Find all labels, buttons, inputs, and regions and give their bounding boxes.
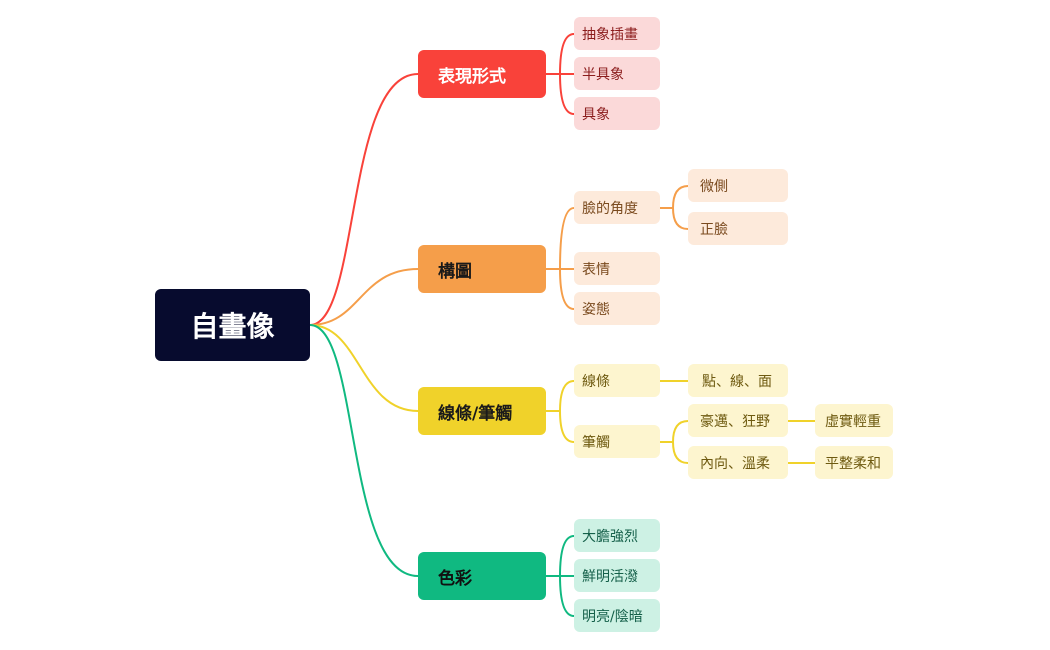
connector-root-yellow [309, 324, 419, 412]
node-bold-intense[interactable]: 大膽強烈 [574, 519, 660, 552]
node-bold-wild[interactable]: 豪邁、狂野 [688, 404, 788, 437]
node-solid-void-weight[interactable]: 虛實輕重 [815, 404, 893, 437]
node-slight-side[interactable]: 微側 [688, 169, 788, 202]
node-introvert-gentle[interactable]: 內向、溫柔 [688, 446, 788, 479]
connector-root-green [309, 324, 419, 577]
root-node[interactable]: 自畫像 [155, 289, 310, 361]
connector-root-red [309, 73, 419, 326]
branch-composition[interactable]: 構圖 [418, 245, 546, 293]
branch-color[interactable]: 色彩 [418, 552, 546, 600]
node-bright-lively[interactable]: 鮮明活潑 [574, 559, 660, 592]
node-smooth-soft[interactable]: 平整柔和 [815, 446, 893, 479]
node-abstract-illustration[interactable]: 抽象插畫 [574, 17, 660, 50]
node-lines[interactable]: 線條 [574, 364, 660, 397]
branch-expression-form[interactable]: 表現形式 [418, 50, 546, 98]
branch-lines-strokes[interactable]: 線條/筆觸 [418, 387, 546, 435]
node-posture[interactable]: 姿態 [574, 292, 660, 325]
node-point-line-plane[interactable]: 點、線、面 [688, 364, 788, 397]
node-light-dark[interactable]: 明亮/陰暗 [574, 599, 660, 632]
node-front-face[interactable]: 正臉 [688, 212, 788, 245]
node-face-angle[interactable]: 臉的角度 [574, 191, 660, 224]
node-expression[interactable]: 表情 [574, 252, 660, 285]
node-figurative[interactable]: 具象 [574, 97, 660, 130]
node-semi-figurative[interactable]: 半具象 [574, 57, 660, 90]
connector-root-orange [309, 268, 419, 326]
node-strokes[interactable]: 筆觸 [574, 425, 660, 458]
